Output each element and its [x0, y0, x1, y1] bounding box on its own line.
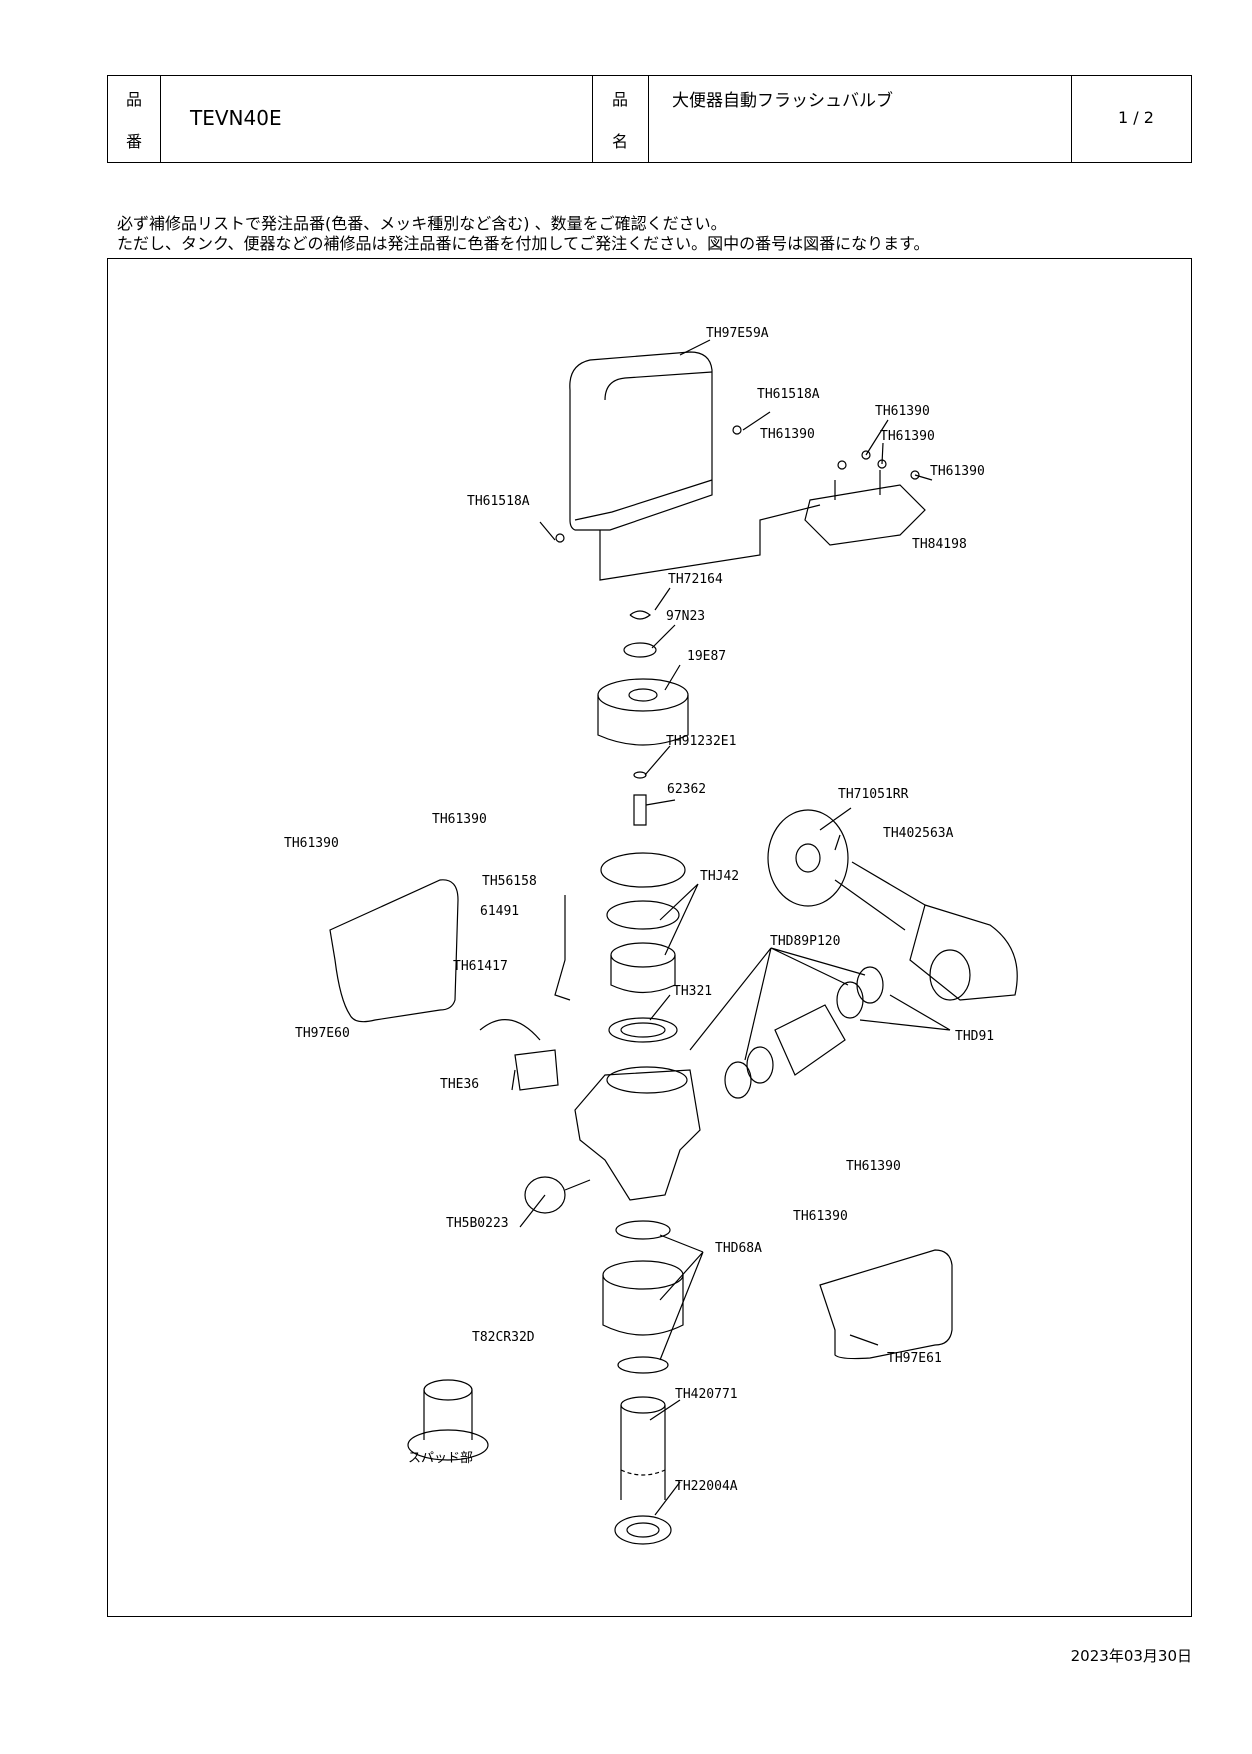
diagram-frame [107, 258, 1192, 1617]
hinban-label: 番 [126, 132, 143, 151]
hinmei-label: 名 [612, 132, 629, 151]
part-label: TH402563A [883, 826, 954, 841]
part-label: TH61390 [432, 812, 487, 827]
part-label: 19E87 [687, 649, 726, 664]
part-label: TH97E61 [887, 1351, 942, 1366]
part-label: TH61390 [846, 1159, 901, 1174]
part-label: TH91232E1 [666, 734, 736, 749]
part-label: THD68A [715, 1241, 762, 1256]
part-label: THD91 [955, 1029, 994, 1044]
product-name: 大便器自動フラッシュバルブ [672, 91, 893, 111]
part-label: TH22004A [675, 1479, 738, 1494]
part-label: TH61417 [453, 959, 508, 974]
part-label: TH71051RR [838, 787, 909, 802]
title-block: 品 番 TEVN40E 品 名 大便器自動フラッシュバルブ 1 / 2 [107, 75, 1192, 163]
hinmei-label: 品 [612, 90, 629, 109]
divider [648, 76, 649, 162]
part-label: TH61518A [467, 494, 530, 509]
part-label: TH84198 [912, 537, 967, 552]
part-label: 62362 [667, 782, 706, 797]
part-label: TH321 [673, 984, 712, 999]
product-code: TEVN40E [190, 106, 282, 130]
part-label: スパッド部 [408, 1451, 473, 1466]
part-label: 61491 [480, 904, 519, 919]
issue-date: 2023年03月30日 [1070, 1647, 1192, 1665]
part-label: THE36 [440, 1077, 479, 1092]
notice-line-1: 必ず補修品リストで発注品番(色番、メッキ種別など含む) 、数量をご確認ください。 [117, 214, 727, 233]
part-label: TH61390 [875, 404, 930, 419]
divider [592, 76, 593, 162]
part-label: TH72164 [668, 572, 723, 587]
part-label: TH61390 [793, 1209, 848, 1224]
hinban-label: 品 [126, 90, 143, 109]
part-label: TH61518A [757, 387, 820, 402]
part-label: TH420771 [675, 1387, 738, 1402]
part-label: TH61390 [760, 427, 815, 442]
part-label: T82CR32D [472, 1330, 535, 1345]
part-label: TH61390 [880, 429, 935, 444]
part-label: THD89P120 [770, 934, 840, 949]
divider [160, 76, 161, 162]
notice-line-2: ただし、タンク、便器などの補修品は発注品番に色番を付加してご発注ください。図中の… [117, 234, 930, 253]
part-label: TH5B0223 [446, 1216, 509, 1231]
part-label: TH97E60 [295, 1026, 350, 1041]
part-label: THJ42 [700, 869, 739, 884]
divider [1071, 76, 1072, 162]
part-label: TH97E59A [706, 326, 769, 341]
part-label: TH61390 [930, 464, 985, 479]
part-label: 97N23 [666, 609, 705, 624]
part-label: TH56158 [482, 874, 537, 889]
part-label: TH61390 [284, 836, 339, 851]
page-number: 1 / 2 [1118, 108, 1154, 127]
